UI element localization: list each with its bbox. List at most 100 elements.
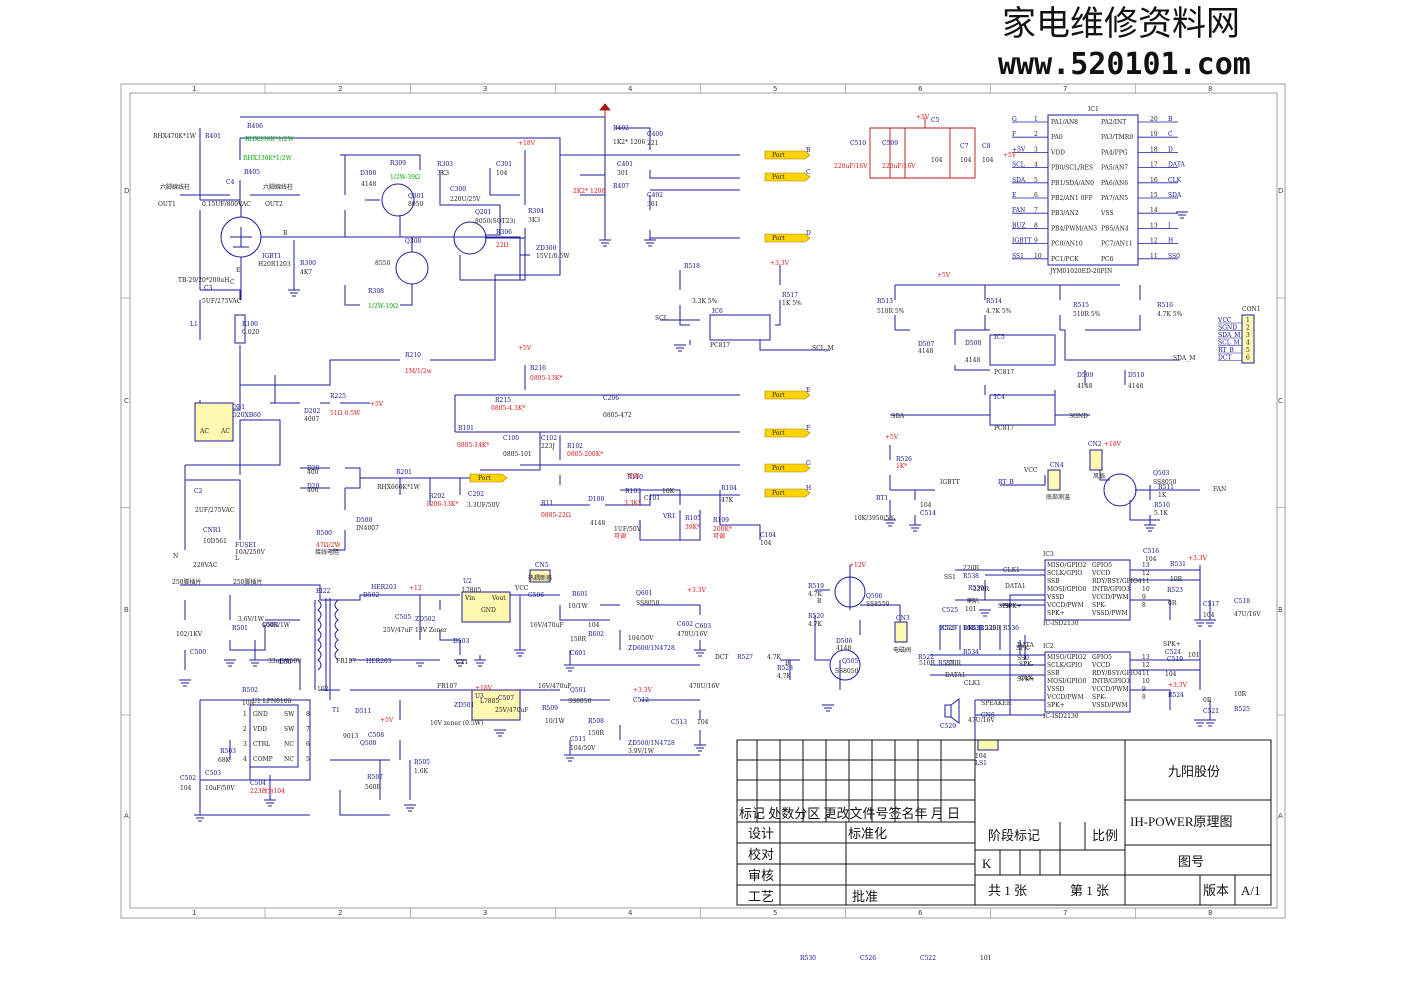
component-label: R201 [396,469,412,476]
ic1-net-label: +5V [1012,146,1026,153]
component-label: R523 [1167,587,1183,594]
component-label: 104/50V [628,635,654,642]
component-label: Q505 [842,658,859,665]
frame-row-label: C [124,397,129,405]
component-label: +3.3V [770,260,790,267]
component-label: RT1 [876,495,888,502]
component-label: D500 [356,517,372,524]
component-label: Q601 [636,590,652,597]
component-label: 560R [365,784,381,791]
component-label: 16V zener (0.5W) [430,720,483,727]
isd-pin-name: VSSD [1046,686,1064,693]
component-label: 104 [588,622,600,629]
component-label: 104 [180,785,192,792]
ic1-pin-name: PC7/AN11 [1101,241,1133,248]
ic1-net-label: D [1168,146,1173,153]
isd-pin-name: RDY/BSY/GPIO4 [1092,578,1142,585]
isd-pin-name: MOSI/GPIO0 [1047,678,1087,685]
component-label: R216 [530,365,546,372]
component-label: R11 [541,500,553,507]
component-label: 4148 [1077,383,1092,390]
outer-frame [120,83,1286,919]
ic1-net-label: SDA [1012,177,1026,184]
component-label: DB1 [232,404,245,411]
component-label: OUT1 [158,201,176,208]
component-label: R534 [963,649,979,656]
port-label: Port [478,475,491,482]
component-label: R525 [1234,706,1250,713]
component-label: FUSE1 [235,542,257,549]
component-label: R535 [980,625,996,632]
component-label: 400 [307,469,319,476]
component-label: +12 [409,585,422,592]
con1-pin-number: 3 [1246,332,1250,339]
component-label: 16V/470uF [530,622,563,629]
component-label: C100 [503,435,519,442]
frame-col-label: 8 [1208,909,1212,917]
component-label: D510 [1128,372,1144,379]
component-label: C104 [760,532,776,539]
component-label: R516 [1157,302,1173,309]
ground-symbol [414,659,426,667]
component-label: R529 [940,625,956,632]
component-label: 101 [965,606,976,613]
component-label: CN5 [535,562,549,569]
isd-pin-name: SSB [1047,578,1060,585]
component-label: Q503 [1153,470,1170,477]
component-label: 104 [960,157,972,164]
ic1-pin-number: 15 [1150,192,1158,199]
ic1-pin-name: PB3/AN2 [1051,210,1079,217]
isd-pin-number: 12 [1142,662,1150,669]
u1-pin-name: COMP [253,756,273,763]
component-label: 1K* [896,463,907,470]
component-label: ZD300 [536,245,557,252]
component-label: 39K* [685,524,700,531]
ic1-pin-name: VDD [1050,149,1065,156]
component-label: R528 [777,665,793,672]
connector-cn5 [529,569,551,583]
component-label: R522 [918,654,934,661]
component-label: 0R [1168,600,1177,607]
process-label: 工艺 [748,889,774,904]
component-label: FR107 [336,658,356,665]
component-label: 250脚插片 [233,578,262,586]
component-label: R101 [458,425,474,432]
component-label: 8550 [375,260,390,267]
component-label: 104 [1165,671,1177,678]
ic1-net-label: C [1168,131,1173,138]
component-label: 底部测温 [1046,493,1070,501]
component-label: R515 [1073,302,1089,309]
component-label: IC5 [994,334,1005,341]
isd-pin-name: GPIO5 [1092,654,1112,661]
component-label: R103 [625,488,641,495]
component-label: 47K [721,497,734,504]
component-label: E [236,267,240,274]
component-label: 150R [570,636,586,643]
ic1-pin-name: PA6/AN6 [1101,180,1128,187]
component-label: CN3 [896,615,910,622]
isd-pin-number: 12 [1142,570,1150,577]
component-label: 10K/3950/5% [854,515,895,522]
component-label: L7805 [462,587,481,594]
component-label: U3 [475,693,484,700]
isd-pin-name: MISO/GPIO2 [1047,654,1087,661]
ic1-pin-number: 10 [1034,253,1042,260]
ic1-pin-number: 19 [1150,131,1158,138]
connector-cn6 [977,739,999,751]
ground-symbol [909,524,921,532]
component-label: SPK- [1019,661,1033,668]
ic1-ref: IC1 [1088,106,1099,113]
component-label: SPEAKER [981,700,1012,707]
component-label: SCL [655,315,668,322]
component-label: 16V/470uF [538,683,571,690]
component-label: IC4 [994,394,1005,401]
component-label: C507 [498,695,514,702]
component-label: C509 [882,140,898,147]
ground-symbol [1204,619,1216,627]
component-label: 0.020 [242,329,259,336]
component-label: 104 [1203,612,1215,619]
component-label: D511 [355,708,371,715]
